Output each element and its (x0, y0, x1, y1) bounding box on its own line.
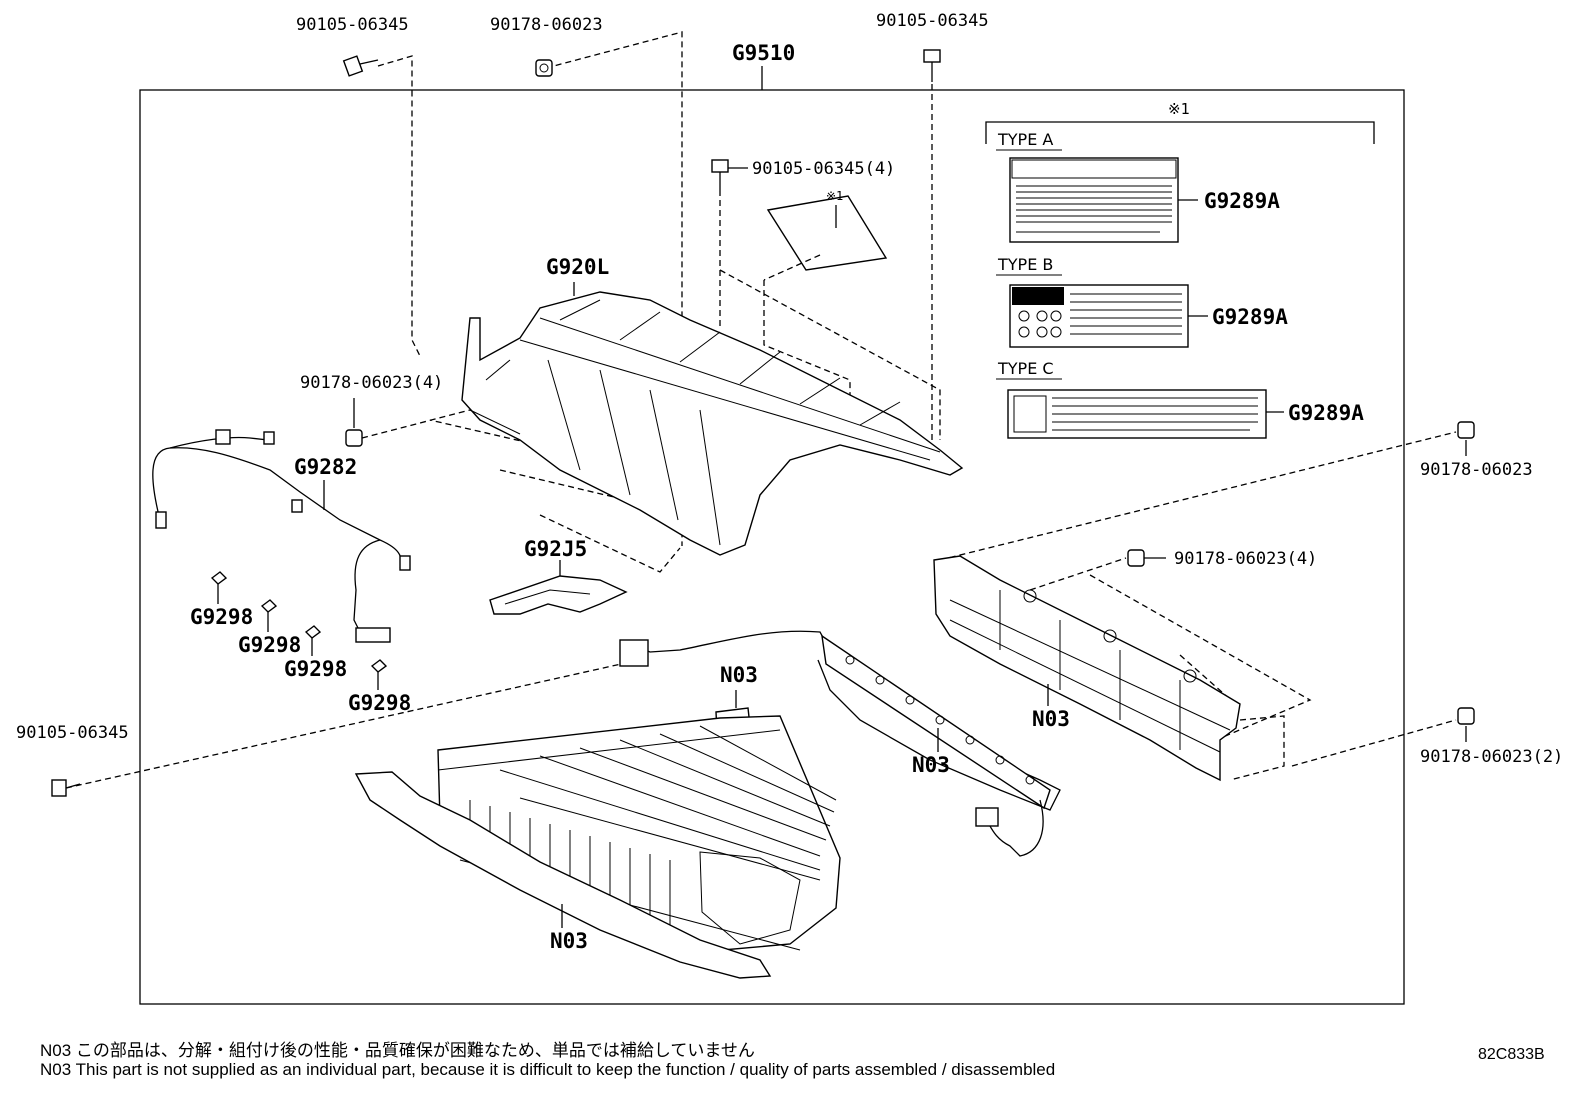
nut-icon (535, 59, 553, 77)
bolt-icon (342, 55, 379, 77)
label-type-a-part: G9289A (1204, 189, 1280, 213)
callout-nut-left: 90178-06023(4) (300, 373, 443, 393)
bolt-icon (51, 779, 81, 797)
callout-bolt-top-left: 90105-06345 (296, 15, 409, 35)
note-english: N03 This part is not supplied as an indi… (40, 1060, 1056, 1079)
callout-n03-bus: N03 (912, 753, 950, 777)
label-type-c: TYPE C (997, 359, 1054, 378)
caution-label-type-b (1009, 284, 1208, 348)
callout-labels: 90105-06345 90178-06023 G9510 90105-0634… (16, 11, 1563, 953)
note-japanese: N03 この部品は、分解・組付け後の性能・品質確保が困難なため、単品では補給して… (40, 1041, 755, 1060)
small-label-strip (766, 195, 888, 271)
callout-nut-right-top: 90178-06023 (1420, 460, 1533, 480)
callout-bolt-top-right: 90105-06345 (876, 11, 989, 31)
callout-clamp-3: G9298 (284, 657, 347, 681)
caution-label-type-c (1007, 389, 1284, 439)
callout-clamp-2: G9298 (238, 633, 301, 657)
callout-assembly: G9510 (732, 41, 795, 65)
callout-n03-clip: N03 (720, 663, 758, 687)
diagram-code: 82C833B (1478, 1046, 1545, 1063)
caution-label-type-a (1009, 157, 1198, 243)
callout-clamp-1: G9298 (190, 605, 253, 629)
callout-bolt-bottom-left: 90105-06345 (16, 723, 129, 743)
bolt-icon (711, 159, 748, 190)
wire-harness (152, 429, 411, 643)
clamp-icon (304, 625, 322, 656)
assembly-leader-lines (65, 31, 1457, 789)
callout-nut-right-mid: 90178-06023(4) (1174, 549, 1317, 569)
clamp-icon (210, 571, 228, 604)
bus-bar-module (619, 630, 1061, 857)
assembly-frame (139, 89, 1405, 1005)
callout-bolt-inner: 90105-06345(4) (752, 159, 895, 179)
clamp-icon (370, 659, 388, 690)
callout-nut-top: 90178-06023 (490, 15, 603, 35)
nut-icon (1127, 549, 1166, 567)
callout-n03-frame: N03 (1032, 707, 1070, 731)
callout-clamp-4: G9298 (348, 691, 411, 715)
callout-star-note-large: ※1 (1168, 100, 1190, 118)
air-duct (489, 560, 628, 615)
label-type-b-part: G9289A (1212, 305, 1288, 329)
nut-icon (1457, 707, 1475, 742)
bolt-icon (923, 49, 941, 82)
battery-frame (933, 555, 1241, 782)
callout-star-note-small: ※1 (826, 189, 843, 203)
label-type-c-part: G9289A (1288, 401, 1364, 425)
label-type-a: TYPE A (997, 130, 1053, 149)
nut-icon (1457, 421, 1475, 456)
callout-cover: G920L (546, 255, 609, 279)
label-type-b: TYPE B (997, 255, 1053, 274)
callout-duct: G92J5 (524, 537, 587, 561)
battery-cover (461, 282, 964, 556)
battery-stack (354, 715, 841, 979)
clamp-icon (260, 599, 278, 632)
callout-n03-stack: N03 (550, 929, 588, 953)
label-bracket (985, 121, 1375, 144)
callout-nut-right-bottom: 90178-06023(2) (1420, 747, 1563, 767)
nut-icon (345, 398, 363, 447)
callout-wire: G9282 (294, 455, 357, 479)
